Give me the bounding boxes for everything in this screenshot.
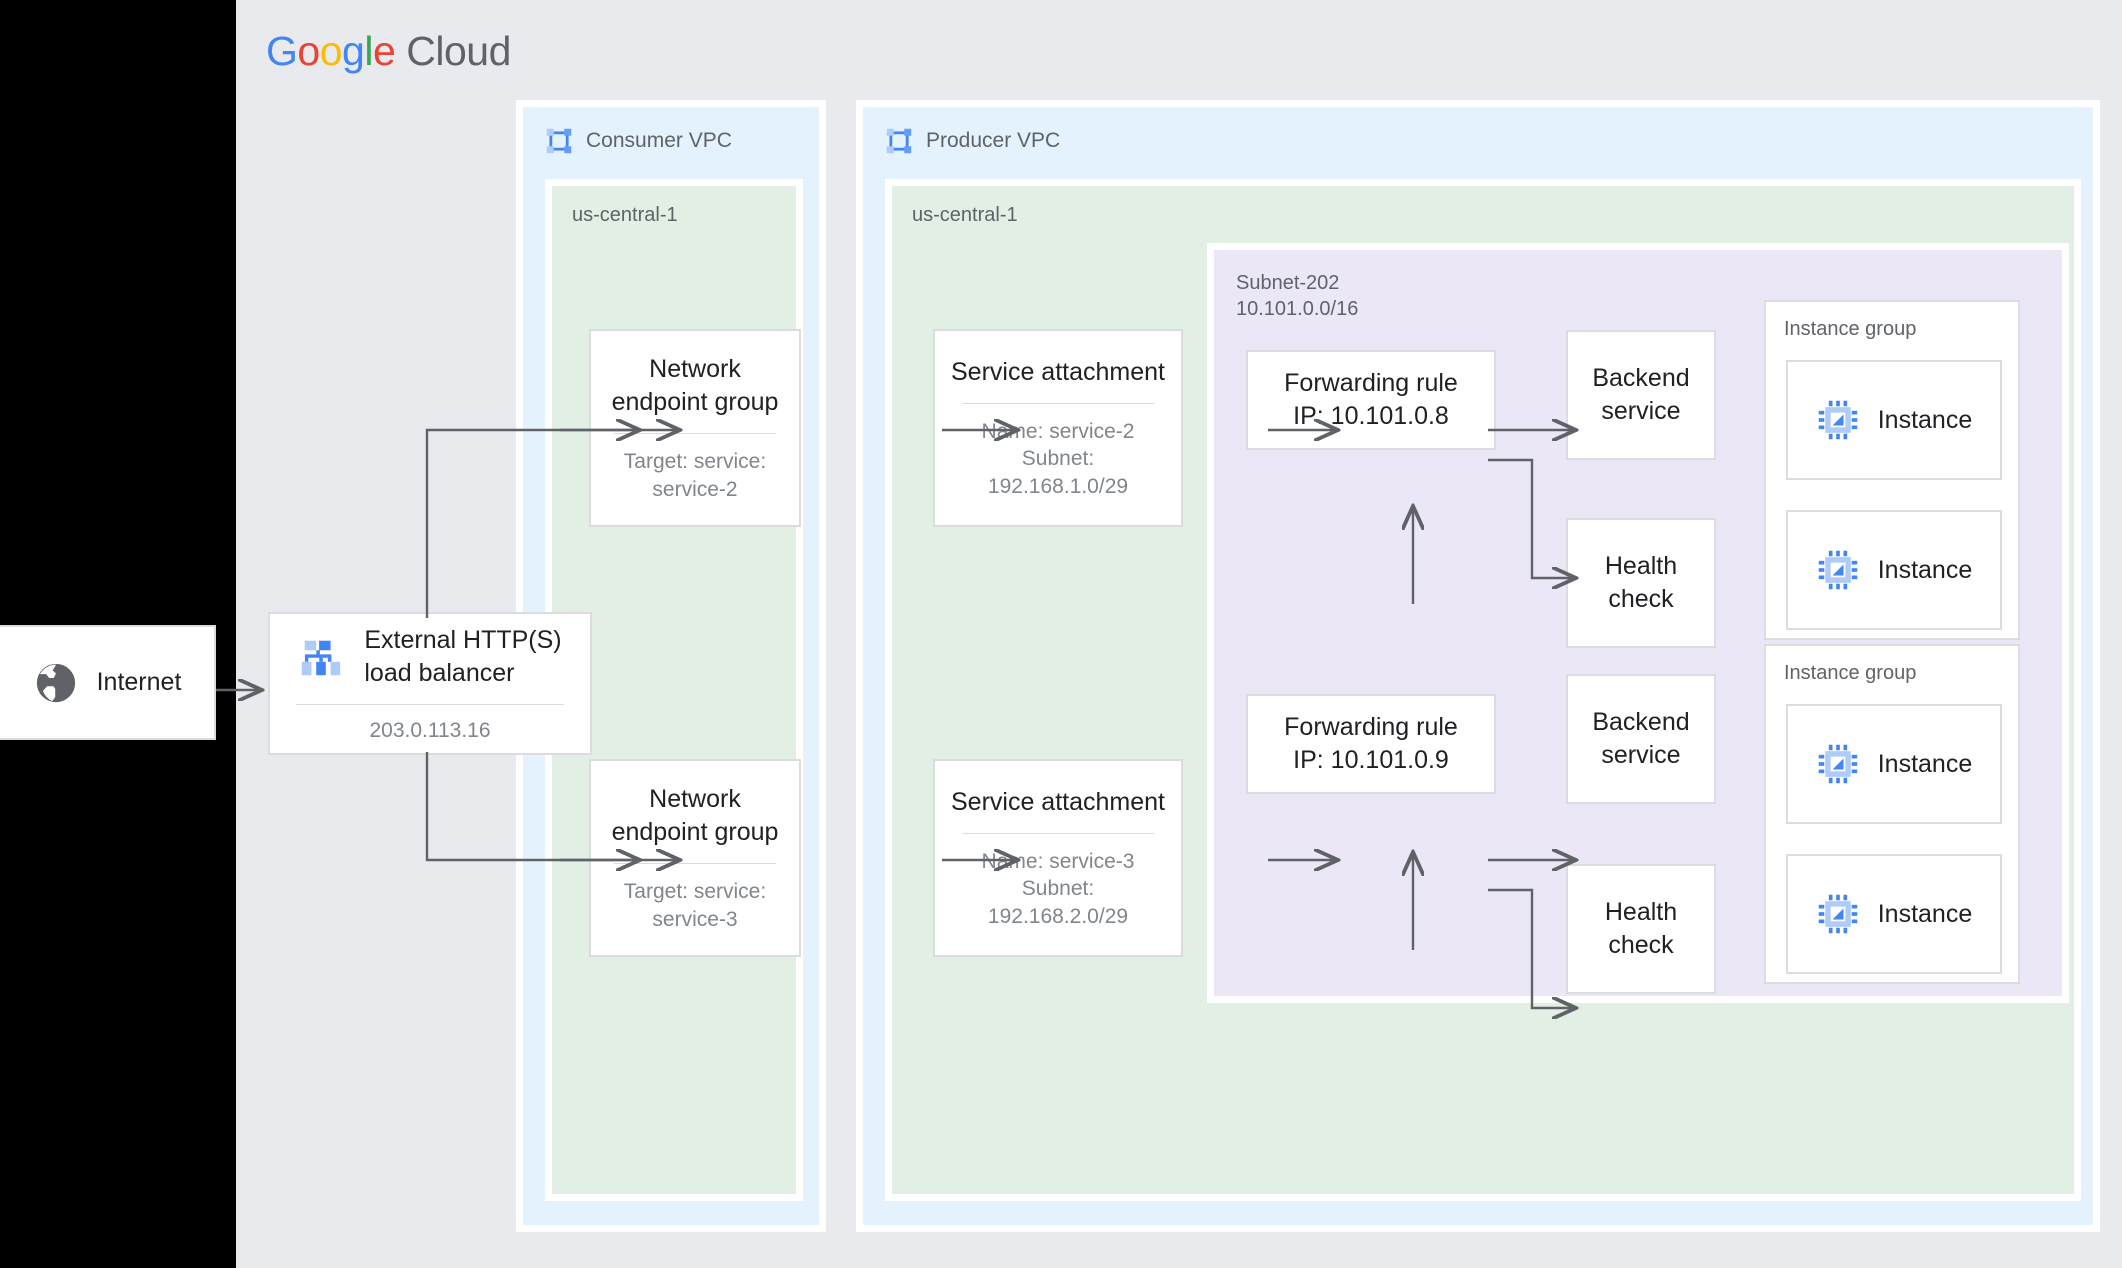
instance-group-1-label: Instance group [1784,318,1917,340]
consumer-vpc-title: Consumer VPC [586,129,732,152]
logo-letter-o2: o [319,28,343,74]
service-attachment-2-subtitle: Name: service-3 Subnet: 192.168.2.0/29 [981,850,1135,928]
instance-2-2-label: Instance [1877,899,1973,928]
globe-icon [36,663,75,702]
external-http-load-balancer[interactable]: External HTTP(S) load balancer 203.0.113… [268,612,592,755]
producer-vpc-header: Producer VPC [885,127,1060,155]
subnet-202-cidr: 10.101.0.0/16 [1236,298,1359,320]
consumer-vpc-container: Consumer VPC us-central-1 Network endpoi… [516,100,826,1232]
backend-service-1-title: Backend service [1592,364,1690,425]
subnet-202-name: Subnet-202 [1236,272,1340,294]
forwarding-rule-1[interactable]: Forwarding rule IP: 10.101.0.8 [1246,350,1496,450]
instance-chip-icon [1818,550,1857,590]
instance-2-1[interactable]: Instance [1786,704,2002,824]
producer-region-label: us-central-1 [912,204,1018,226]
load-balancer-divider [295,704,565,705]
network-endpoint-group-1[interactable]: Network endpoint group Target: service: … [589,329,801,527]
service-attachment-1[interactable]: Service attachment Name: service-2 Subne… [933,329,1183,527]
logo-letter-g2: g [342,28,365,74]
logo-letter-g: G [266,28,298,74]
network-endpoint-group-2[interactable]: Network endpoint group Target: service: … [589,759,801,957]
instance-chip-icon [1818,894,1857,934]
instance-1-2[interactable]: Instance [1786,510,2002,630]
logo-letter-l: l [364,28,373,74]
health-check-1-title: Health check [1604,552,1678,613]
load-balancer-title: External HTTP(S) load balancer [364,626,562,687]
instance-2-2[interactable]: Instance [1786,854,2002,974]
neg-1-title: Network endpoint group [611,355,779,417]
instance-chip-icon [1818,744,1857,784]
subnet-202-container: Subnet-202 10.101.0.0/16 Forwarding rule … [1207,243,2069,1003]
vpc-icon [886,128,912,154]
instance-group-2: Instance group [1764,644,2020,984]
instance-group-1: Instance group [1764,300,2020,640]
neg-1-subtitle: Target: service: service-2 [623,450,767,501]
neg-2-title: Network endpoint group [611,785,779,847]
service-attachment-1-title: Service attachment [951,358,1165,387]
backend-service-1[interactable]: Backend service [1566,330,1716,460]
consumer-vpc-header: Consumer VPC [545,127,732,155]
producer-vpc-container: Producer VPC us-central-1 Service attach… [856,100,2100,1232]
instance-1-1[interactable]: Instance [1786,360,2002,480]
forwarding-rule-2[interactable]: Forwarding rule IP: 10.101.0.9 [1246,694,1496,794]
neg-1-divider [613,433,777,435]
neg-2-divider [613,863,777,865]
logo-letter-o1: o [297,28,320,74]
instance-chip-icon [1818,400,1857,440]
service-attachment-2-divider [962,833,1154,835]
instance-group-2-label: Instance group [1784,662,1917,684]
subnet-202-label: Subnet-202 10.101.0.0/16 [1236,270,1358,322]
service-attachment-2-title: Service attachment [951,788,1165,817]
backend-service-2-title: Backend service [1592,708,1690,769]
consumer-region-label: us-central-1 [572,204,678,226]
health-check-1[interactable]: Health check [1566,518,1716,648]
instance-1-1-label: Instance [1877,405,1973,434]
health-check-2[interactable]: Health check [1566,864,1716,994]
forwarding-rule-2-title: Forwarding rule IP: 10.101.0.9 [1284,713,1458,774]
instance-1-2-label: Instance [1877,555,1973,584]
load-balancer-icon [302,640,341,676]
service-attachment-1-subtitle: Name: service-2 Subnet: 192.168.1.0/29 [981,420,1135,498]
service-attachment-2[interactable]: Service attachment Name: service-3 Subne… [933,759,1183,957]
logo-cloud-word: Cloud [406,28,511,74]
internet-label: Internet [96,668,182,696]
logo-letter-e: e [372,28,396,74]
instance-2-1-label: Instance [1877,749,1973,778]
backend-service-2[interactable]: Backend service [1566,674,1716,804]
service-attachment-1-divider [962,403,1154,405]
internet-node[interactable]: Internet [0,625,216,740]
load-balancer-ip: 203.0.113.16 [369,719,491,742]
health-check-2-title: Health check [1604,898,1678,959]
producer-vpc-title: Producer VPC [926,129,1061,152]
vpc-icon [546,128,572,154]
forwarding-rule-1-title: Forwarding rule IP: 10.101.0.8 [1284,369,1458,430]
neg-2-subtitle: Target: service: service-3 [623,880,767,931]
